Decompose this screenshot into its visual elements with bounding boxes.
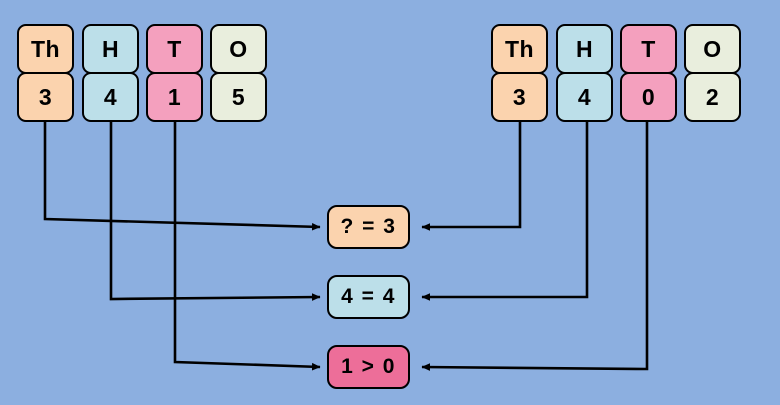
left-digit-ones: 5 [210,72,267,122]
right-digit-tens-value: 0 [641,83,656,110]
comparison-box-thousands: ? = 3 [327,205,410,249]
right-header-hundreds-label: H [575,35,594,62]
right-header-ones-label: O [703,35,722,62]
left-digit-ones-value: 5 [231,83,246,110]
right-digit-thousands: 3 [491,72,548,122]
comparison-box-tens: 1 > 0 [327,345,410,389]
comparison-tens-label: 1 > 0 [341,355,396,378]
left-digit-hundreds: 4 [82,72,139,122]
left-digit-thousands: 3 [17,72,74,122]
wire-left-thousands [43,122,321,231]
comparison-thousands-label: ? = 3 [340,215,397,238]
comparison-hundreds-label: 4 = 4 [341,285,396,308]
left-digit-tens: 1 [146,72,203,122]
wire-left-hundreds [109,122,321,301]
right-digit-ones-value: 2 [705,83,720,110]
wire-right-thousands [421,122,522,231]
right-digit-hundreds: 4 [556,72,613,122]
wire-right-tens [421,122,649,371]
left-header-thousands-label: Th [30,35,61,62]
right-header-thousands: Th [491,24,548,74]
comparison-box-hundreds: 4 = 4 [327,275,410,319]
left-digit-hundreds-value: 4 [103,83,118,110]
left-header-tens-label: T [167,35,182,62]
right-header-hundreds: H [556,24,613,74]
right-digit-ones: 2 [684,72,741,122]
left-header-thousands: Th [17,24,74,74]
left-header-ones: O [210,24,267,74]
right-digit-hundreds-value: 4 [577,83,592,110]
right-header-tens-label: T [641,35,656,62]
wire-right-hundreds [421,122,589,301]
right-digit-thousands-value: 3 [512,83,527,110]
left-header-hundreds: H [82,24,139,74]
right-digit-tens: 0 [620,72,677,122]
right-header-ones: O [684,24,741,74]
right-header-tens: T [620,24,677,74]
left-digit-tens-value: 1 [167,83,182,110]
wire-left-tens [173,122,321,371]
left-header-tens: T [146,24,203,74]
right-header-thousands-label: Th [504,35,535,62]
left-header-hundreds-label: H [101,35,120,62]
left-header-ones-label: O [229,35,248,62]
left-digit-thousands-value: 3 [38,83,53,110]
